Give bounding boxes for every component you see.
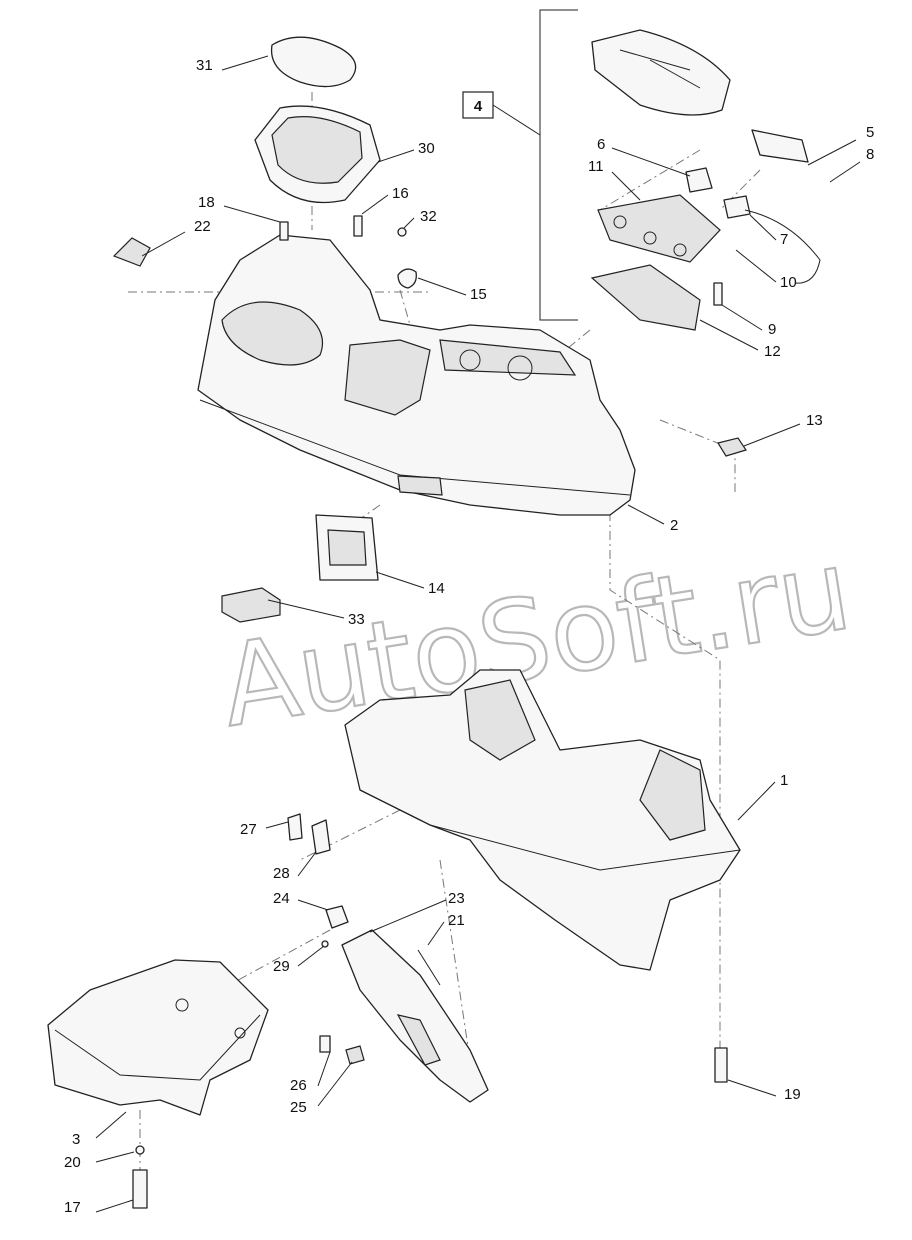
callout-19: 19 [784, 1086, 801, 1103]
part-2-upper-console [197, 234, 636, 516]
callout-7: 7 [780, 231, 788, 248]
callout-5: 5 [866, 124, 874, 141]
callout-32: 32 [420, 208, 437, 225]
callout-33: 33 [348, 611, 365, 628]
callout-24: 24 [273, 890, 290, 907]
callout-8: 8 [866, 146, 874, 163]
callout-2: 2 [670, 517, 678, 534]
small-fasteners-bottom [287, 813, 365, 1065]
callout-17: 17 [64, 1199, 81, 1216]
callout-18: 18 [198, 194, 215, 211]
callout-1: 1 [780, 772, 788, 789]
part-14-frame [315, 514, 379, 581]
callout-10: 10 [780, 274, 797, 291]
part-22-wedge [112, 237, 151, 267]
part-23-side-panel [341, 929, 489, 1103]
callout-22: 22 [194, 218, 211, 235]
callout-25: 25 [290, 1099, 307, 1116]
part-1-lower-console [344, 669, 741, 971]
group-label-4: 4 [474, 98, 483, 115]
callout-29: 29 [273, 958, 290, 975]
part-3-lower-cover [47, 959, 269, 1116]
group-bracket-4: 4 [462, 9, 578, 321]
part-21-trim [417, 949, 441, 986]
callout-11: 11 [588, 158, 604, 175]
callout-16: 16 [392, 185, 409, 202]
callout-30: 30 [418, 140, 435, 157]
callout-27: 27 [240, 821, 257, 838]
small-fasteners-top [279, 215, 417, 289]
part-4-armrest-assembly [590, 29, 809, 331]
callout-20: 20 [64, 1154, 81, 1171]
callout-31: 31 [196, 57, 213, 74]
part-33-plate [221, 587, 281, 623]
callout-13: 13 [806, 412, 823, 429]
part-13-clip [717, 437, 747, 457]
callouts: 31 30 18 22 16 32 15 5 8 6 11 7 10 9 12 … [64, 55, 874, 1216]
callout-14: 14 [428, 580, 445, 597]
callout-15: 15 [470, 286, 487, 303]
part-30-tray [254, 105, 381, 204]
callout-6: 6 [597, 136, 605, 153]
callout-12: 12 [764, 343, 781, 360]
callout-9: 9 [768, 321, 776, 338]
part-31-lid [270, 36, 357, 88]
callout-23: 23 [448, 890, 465, 907]
callout-3: 3 [72, 1131, 80, 1148]
bolts [132, 1047, 728, 1209]
callout-26: 26 [290, 1077, 307, 1094]
callout-28: 28 [273, 865, 290, 882]
callout-21: 21 [448, 912, 465, 929]
